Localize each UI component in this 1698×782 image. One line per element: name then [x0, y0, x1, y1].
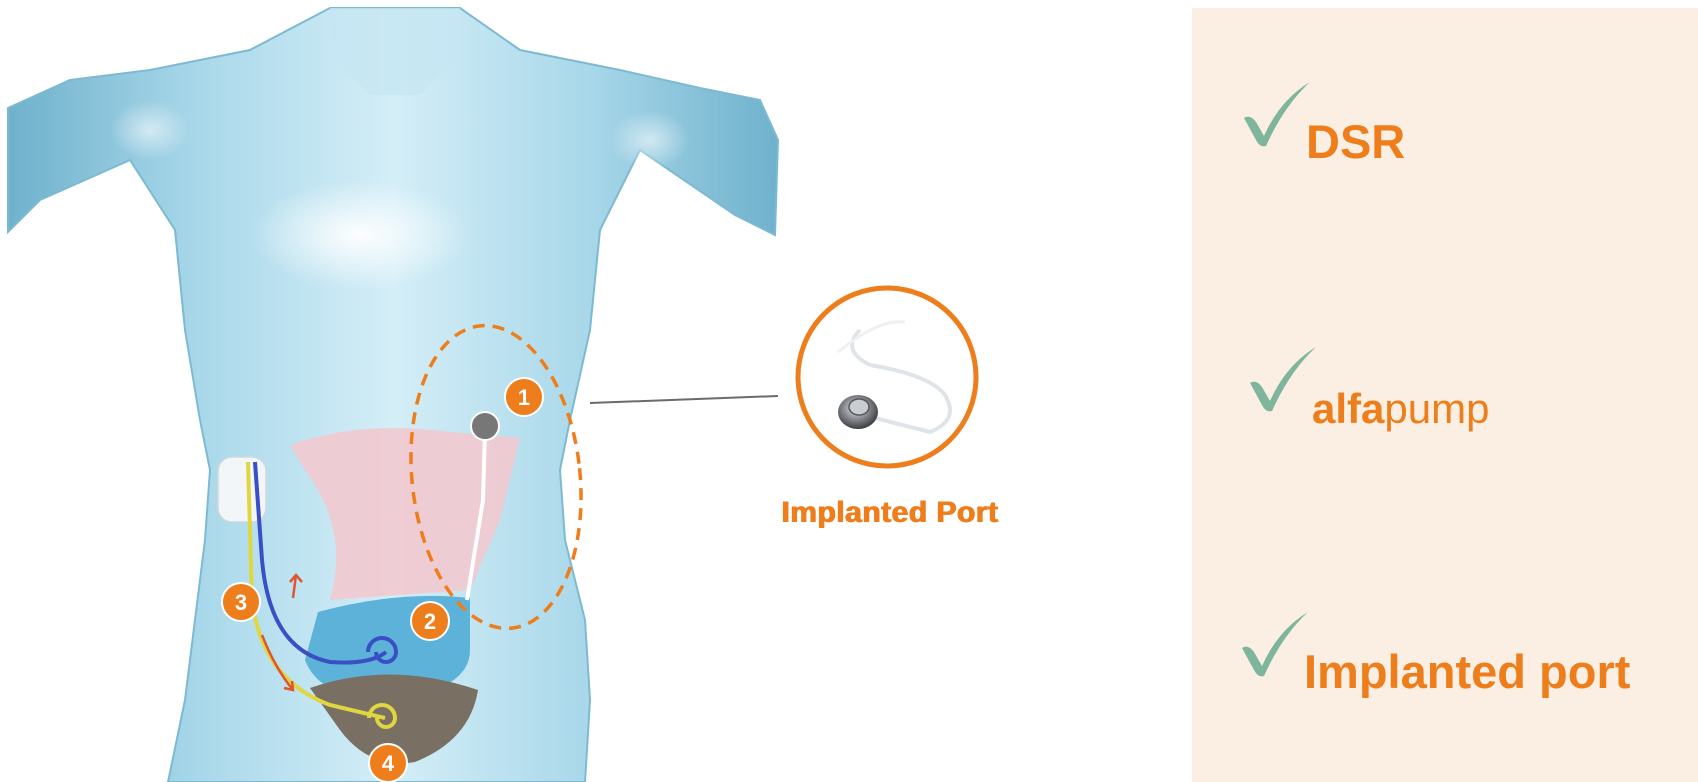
marker-3: 3 — [222, 583, 260, 621]
marker-2-label: 2 — [424, 609, 436, 634]
marker-1: 1 — [505, 378, 543, 416]
checkmark-icon — [1238, 608, 1310, 678]
callout-line — [590, 396, 778, 403]
marker-3-label: 3 — [235, 590, 247, 615]
marker-2: 2 — [411, 602, 449, 640]
marker-4: 4 — [369, 744, 407, 782]
callout-circle — [798, 288, 976, 466]
checklist-panel: DSR alfapump Implanted port — [1192, 8, 1698, 782]
checklist-item-text: DSR — [1306, 114, 1405, 169]
chest-highlight — [250, 180, 470, 290]
port-reservoir — [471, 412, 499, 440]
marker-4-label: 4 — [382, 751, 395, 776]
checklist-item-text: Implanted port — [1304, 644, 1630, 699]
checkmark-icon — [1240, 78, 1312, 148]
callout-label: Implanted Port — [730, 496, 1050, 530]
checklist-item-text: alfapump — [1312, 385, 1489, 433]
checkmark-icon — [1246, 343, 1318, 413]
marker-1-label: 1 — [518, 385, 530, 410]
